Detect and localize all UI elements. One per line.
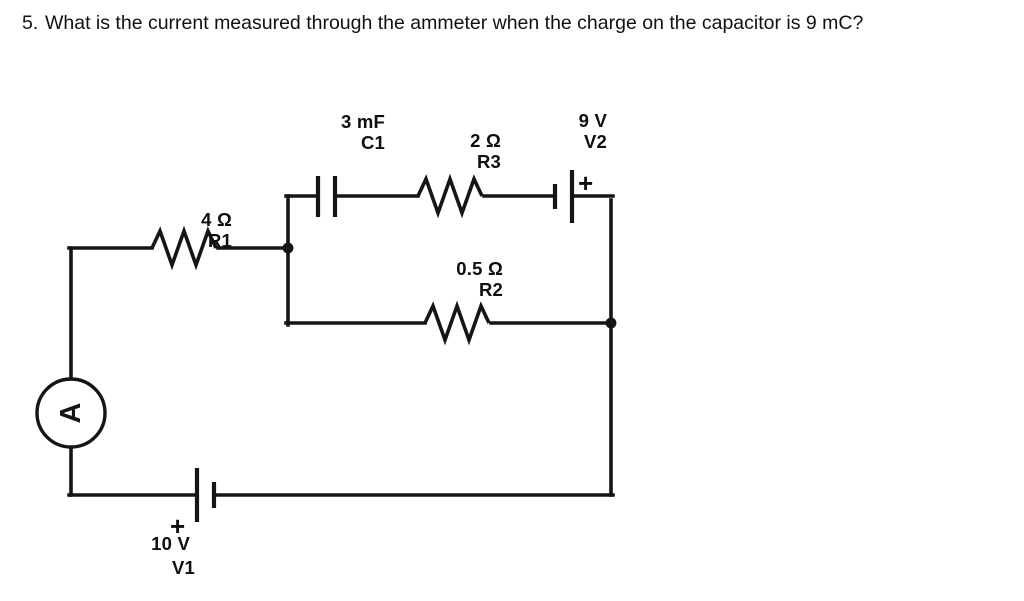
resistor-r1-value: 4 Ω bbox=[201, 209, 232, 230]
resistor-r2: 0.5 Ω R2 bbox=[423, 258, 503, 346]
question-text: What is the current measured through the… bbox=[45, 12, 864, 34]
resistor-r2-designator: R2 bbox=[479, 279, 503, 300]
capacitor-c1: 3 mF C1 bbox=[315, 111, 385, 217]
resistor-r2-value: 0.5 Ω bbox=[456, 258, 503, 279]
capacitor-c1-designator: C1 bbox=[361, 132, 385, 153]
battery-v1-value: 10 V bbox=[151, 533, 190, 554]
capacitor-c1-value: 3 mF bbox=[341, 111, 385, 132]
battery-v2-value: 9 V bbox=[579, 110, 608, 131]
battery-v1-designator: V1 bbox=[172, 557, 195, 578]
circuit-diagram: 4 Ω R1 0.5 Ω R2 2 Ω R3 3 mF C1 + bbox=[0, 48, 1024, 601]
ammeter-circle bbox=[35, 377, 107, 449]
ammeter-label: A bbox=[55, 402, 87, 423]
resistor-r3-zigzag bbox=[416, 173, 484, 219]
resistor-r1-designator: R1 bbox=[208, 230, 232, 251]
question-number: 5. bbox=[22, 12, 39, 34]
resistor-r1-zigzag bbox=[150, 225, 218, 271]
ammeter: A bbox=[35, 377, 107, 449]
battery-v2-designator: V2 bbox=[584, 131, 607, 152]
resistor-r1: 4 Ω R1 bbox=[150, 209, 232, 271]
junction-node-right bbox=[605, 317, 617, 329]
resistor-r2-zigzag bbox=[423, 300, 491, 346]
question-block: 5. What is the current measured through … bbox=[0, 0, 1024, 48]
battery-v2: + 9 V V2 bbox=[552, 110, 608, 223]
battery-v1-polarity: + bbox=[170, 511, 185, 541]
circuit-schematic-svg: 4 Ω R1 0.5 Ω R2 2 Ω R3 3 mF C1 + bbox=[35, 110, 617, 578]
battery-v1: + 10 V V1 bbox=[151, 468, 217, 578]
resistor-r3-designator: R3 bbox=[477, 151, 501, 172]
resistor-r3-value: 2 Ω bbox=[470, 130, 501, 151]
battery-v2-polarity: + bbox=[578, 168, 593, 198]
junction-node-left bbox=[282, 242, 294, 254]
resistor-r3: 2 Ω R3 bbox=[416, 130, 501, 219]
